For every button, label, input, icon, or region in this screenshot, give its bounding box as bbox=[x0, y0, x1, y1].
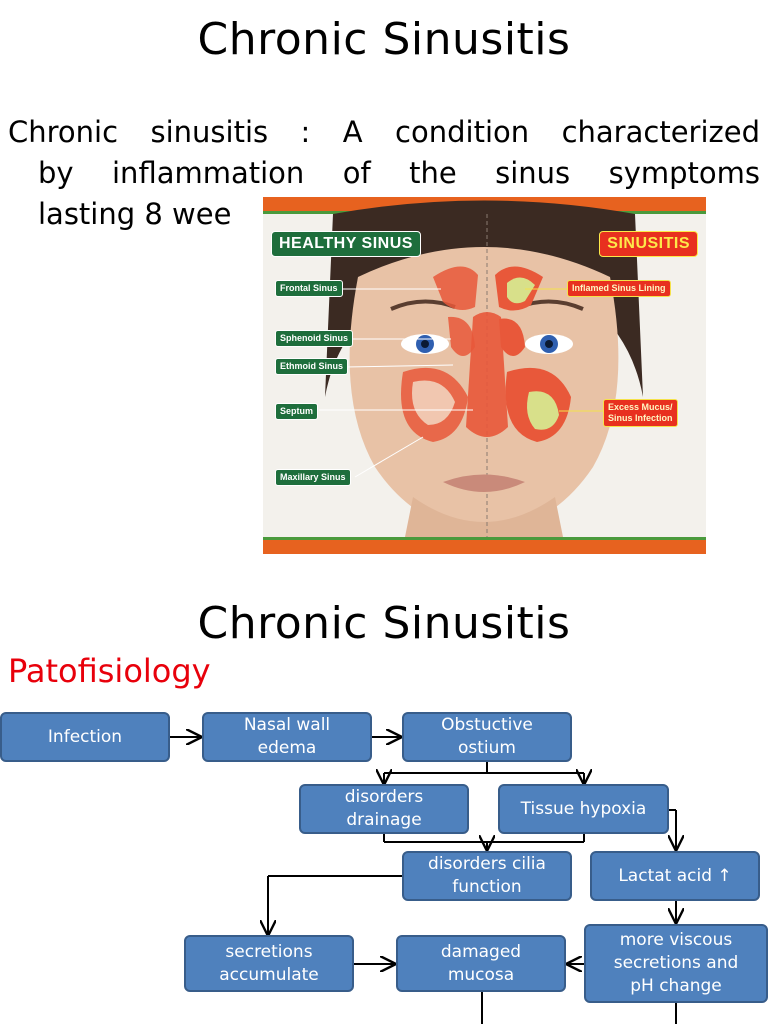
sinusitis-badge: SINUSITIS bbox=[599, 231, 698, 257]
label-septum: Septum bbox=[275, 403, 319, 420]
node-nasal-wall-edema: Nasal wall edema bbox=[202, 712, 372, 762]
sinus-infographic: HEALTHY SINUS SINUSITIS Frontal Sinus Sp… bbox=[263, 197, 706, 554]
node-infection: Infection bbox=[0, 712, 170, 762]
label-maxillary-sinus: Maxillary Sinus bbox=[275, 469, 351, 486]
node-lactat-acid: Lactat acid ↑ bbox=[590, 851, 760, 901]
definition-text: Chronic sinusitis : A condition characte… bbox=[8, 112, 760, 235]
node-secretions-accumulate: secretions accumulate bbox=[184, 935, 354, 992]
flow-connectors bbox=[170, 578, 768, 1024]
definition-line-1: Chronic sinusitis : A condition characte… bbox=[8, 115, 760, 149]
mucus-maxillary bbox=[527, 391, 559, 430]
slide-title: Chronic Sinusitis bbox=[197, 598, 571, 649]
label-sphenoid-sinus: Sphenoid Sinus bbox=[275, 330, 354, 347]
frontal-sinus bbox=[433, 266, 478, 311]
slide-definition: Chronic Sinusitis Chronic sinusitis : A … bbox=[8, 14, 760, 554]
healthy-sinus-badge: HEALTHY SINUS bbox=[271, 231, 421, 257]
label-inflamed-lining: Inflamed Sinus Lining bbox=[567, 280, 671, 297]
label-frontal-sinus: Frontal Sinus bbox=[275, 280, 343, 297]
mucus-frontal bbox=[507, 277, 535, 304]
label-ethmoid-sinus: Ethmoid Sinus bbox=[275, 358, 348, 375]
flowchart: Infection Nasal wall edema Obstuctive os… bbox=[0, 578, 768, 1024]
node-damaged-mucosa: damaged mucosa bbox=[396, 935, 566, 992]
bottom-bar bbox=[263, 540, 706, 554]
node-more-viscous-secretions: more viscous secretions and pH change bbox=[584, 924, 768, 1003]
node-obstuctive-ostium: Obstuctive ostium bbox=[402, 712, 572, 762]
slide-pathophysiology: Chronic Sinusitis Patofisiology bbox=[0, 578, 768, 1024]
node-disorders-drainage: disorders drainage bbox=[299, 784, 469, 834]
node-tissue-hypoxia: Tissue hypoxia bbox=[498, 784, 669, 834]
label-excess-mucus: Excess Mucus/ Sinus Infection bbox=[603, 399, 678, 427]
septum bbox=[466, 312, 508, 437]
section-subtitle: Patofisiology bbox=[8, 652, 211, 690]
slide-title: Chronic Sinusitis bbox=[197, 14, 571, 65]
definition-line-3: lasting 8 wee bbox=[38, 197, 232, 231]
node-disorders-cilia-function: disorders cilia function bbox=[402, 851, 572, 901]
definition-line-2: by inflammation of the sinus symptoms bbox=[38, 156, 760, 190]
